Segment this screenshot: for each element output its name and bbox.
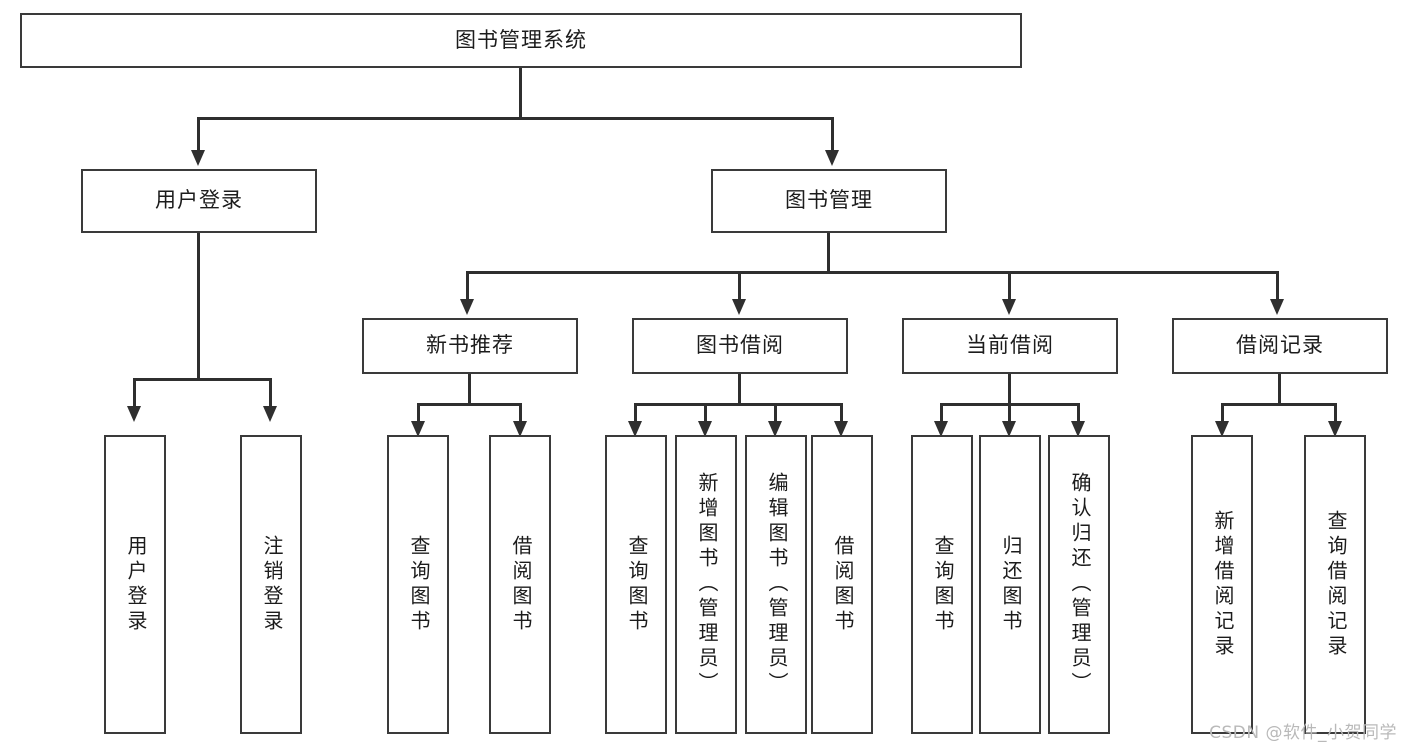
leaf-user-login-login[interactable]: 用户登录 [104, 435, 166, 734]
edge-borrow-record-stem [1278, 374, 1281, 406]
node-label: 新书推荐 [426, 333, 514, 358]
edge-root-to-user-login [197, 117, 200, 152]
leaf-current-borrow-query-book[interactable]: 查询图书 [911, 435, 973, 734]
edge-nb-to-leaf-2 [519, 403, 522, 425]
node-label: 图书管理 [785, 188, 873, 213]
node-root-book-management-system[interactable]: 图书管理系统 [20, 13, 1022, 68]
leaf-current-borrow-return-book[interactable]: 归还图书 [979, 435, 1041, 734]
edge-root-bus [197, 117, 834, 120]
edge-root-stem [519, 68, 522, 118]
leaf-user-login-logout[interactable]: 注销登录 [240, 435, 302, 734]
leaf-label: 新增借阅记录 [1211, 509, 1235, 660]
edge-nb-to-leaf-1 [417, 403, 420, 425]
leaf-book-borrow-borrow-book[interactable]: 借阅图书 [811, 435, 873, 734]
leaf-label: 借阅图书 [831, 534, 855, 635]
node-label: 当前借阅 [966, 333, 1054, 358]
edge-user-login-to-leaf-1 [133, 378, 136, 408]
leaf-borrow-record-add-record[interactable]: 新增借阅记录 [1191, 435, 1253, 734]
arrow-br-to-leaf-2 [1328, 421, 1342, 437]
node-label: 借阅记录 [1236, 333, 1324, 358]
node-book-management[interactable]: 图书管理 [711, 169, 947, 233]
arrow-bm-to-current-borrow [1002, 299, 1016, 315]
leaf-label: 借阅图书 [509, 534, 533, 635]
arrow-bb-to-leaf-3 [768, 421, 782, 437]
arrow-user-login-to-leaf-1 [127, 406, 141, 422]
edge-user-login-bus [133, 378, 270, 381]
leaf-label: 查询图书 [407, 534, 431, 635]
leaf-new-book-borrow-book[interactable]: 借阅图书 [489, 435, 551, 734]
node-borrow-record[interactable]: 借阅记录 [1172, 318, 1388, 374]
edge-bb-to-leaf-4 [840, 403, 843, 425]
leaf-borrow-record-query-record[interactable]: 查询借阅记录 [1304, 435, 1366, 734]
leaf-book-borrow-add-book[interactable]: 新增图书（管理员） [675, 435, 737, 734]
edge-cb-to-leaf-3 [1077, 403, 1080, 425]
leaf-label: 查询图书 [931, 534, 955, 635]
edge-new-book-bus [417, 403, 522, 406]
edge-bm-to-current-borrow [1008, 271, 1011, 301]
edge-book-borrow-bus [634, 403, 842, 406]
leaf-label: 编辑图书（管理员） [765, 472, 789, 697]
edge-book-management-stem [827, 233, 830, 273]
edge-br-to-leaf-1 [1221, 403, 1224, 425]
arrow-bm-to-book-borrow [732, 299, 746, 315]
node-user-login[interactable]: 用户登录 [81, 169, 317, 233]
arrow-cb-to-leaf-1 [934, 421, 948, 437]
arrow-user-login-to-leaf-2 [263, 406, 277, 422]
arrow-bm-to-borrow-record [1270, 299, 1284, 315]
edge-cb-to-leaf-2 [1008, 403, 1011, 425]
arrow-cb-to-leaf-3 [1071, 421, 1085, 437]
edge-user-login-stem [197, 233, 200, 381]
edge-book-borrow-stem [738, 374, 741, 406]
edge-bb-to-leaf-2 [704, 403, 707, 425]
edge-new-book-stem [468, 374, 471, 406]
edge-bb-to-leaf-1 [634, 403, 637, 425]
leaf-book-borrow-edit-book[interactable]: 编辑图书（管理员） [745, 435, 807, 734]
edge-bb-to-leaf-3 [774, 403, 777, 425]
edge-bm-to-book-borrow [738, 271, 741, 301]
arrow-bm-to-new-book [460, 299, 474, 315]
arrow-root-to-user-login [191, 150, 205, 166]
edge-borrow-record-bus [1221, 403, 1337, 406]
arrow-cb-to-leaf-2 [1002, 421, 1016, 437]
arrow-bb-to-leaf-4 [834, 421, 848, 437]
edge-root-to-book-management [831, 117, 834, 152]
edge-current-borrow-stem [1008, 374, 1011, 406]
arrow-root-to-book-management [825, 150, 839, 166]
arrow-br-to-leaf-1 [1215, 421, 1229, 437]
leaf-label: 归还图书 [999, 534, 1023, 635]
csdn-watermark: CSDN @软件_小贺同学 [1209, 723, 1397, 743]
leaf-label: 确认归还（管理员） [1068, 472, 1092, 697]
edge-bm-to-borrow-record [1276, 271, 1279, 301]
leaf-label: 用户登录 [124, 534, 148, 635]
edge-user-login-to-leaf-2 [269, 378, 272, 408]
node-new-book-recommend[interactable]: 新书推荐 [362, 318, 578, 374]
leaf-label: 新增图书（管理员） [695, 472, 719, 697]
leaf-new-book-query-book[interactable]: 查询图书 [387, 435, 449, 734]
node-label: 用户登录 [155, 188, 243, 213]
leaf-book-borrow-query-book[interactable]: 查询图书 [605, 435, 667, 734]
arrow-bb-to-leaf-1 [628, 421, 642, 437]
edge-book-management-bus [466, 271, 1279, 274]
node-current-borrow[interactable]: 当前借阅 [902, 318, 1118, 374]
leaf-label: 查询图书 [625, 534, 649, 635]
node-book-borrow[interactable]: 图书借阅 [632, 318, 848, 374]
arrow-bb-to-leaf-2 [698, 421, 712, 437]
arrow-nb-to-leaf-2 [513, 421, 527, 437]
leaf-label: 查询借阅记录 [1324, 509, 1348, 660]
edge-br-to-leaf-2 [1334, 403, 1337, 425]
node-label: 图书借阅 [696, 333, 784, 358]
node-label: 图书管理系统 [455, 27, 587, 52]
edge-cb-to-leaf-1 [940, 403, 943, 425]
arrow-nb-to-leaf-1 [411, 421, 425, 437]
leaf-current-borrow-confirm-return[interactable]: 确认归还（管理员） [1048, 435, 1110, 734]
leaf-label: 注销登录 [260, 534, 284, 635]
edge-bm-to-new-book [466, 271, 469, 301]
